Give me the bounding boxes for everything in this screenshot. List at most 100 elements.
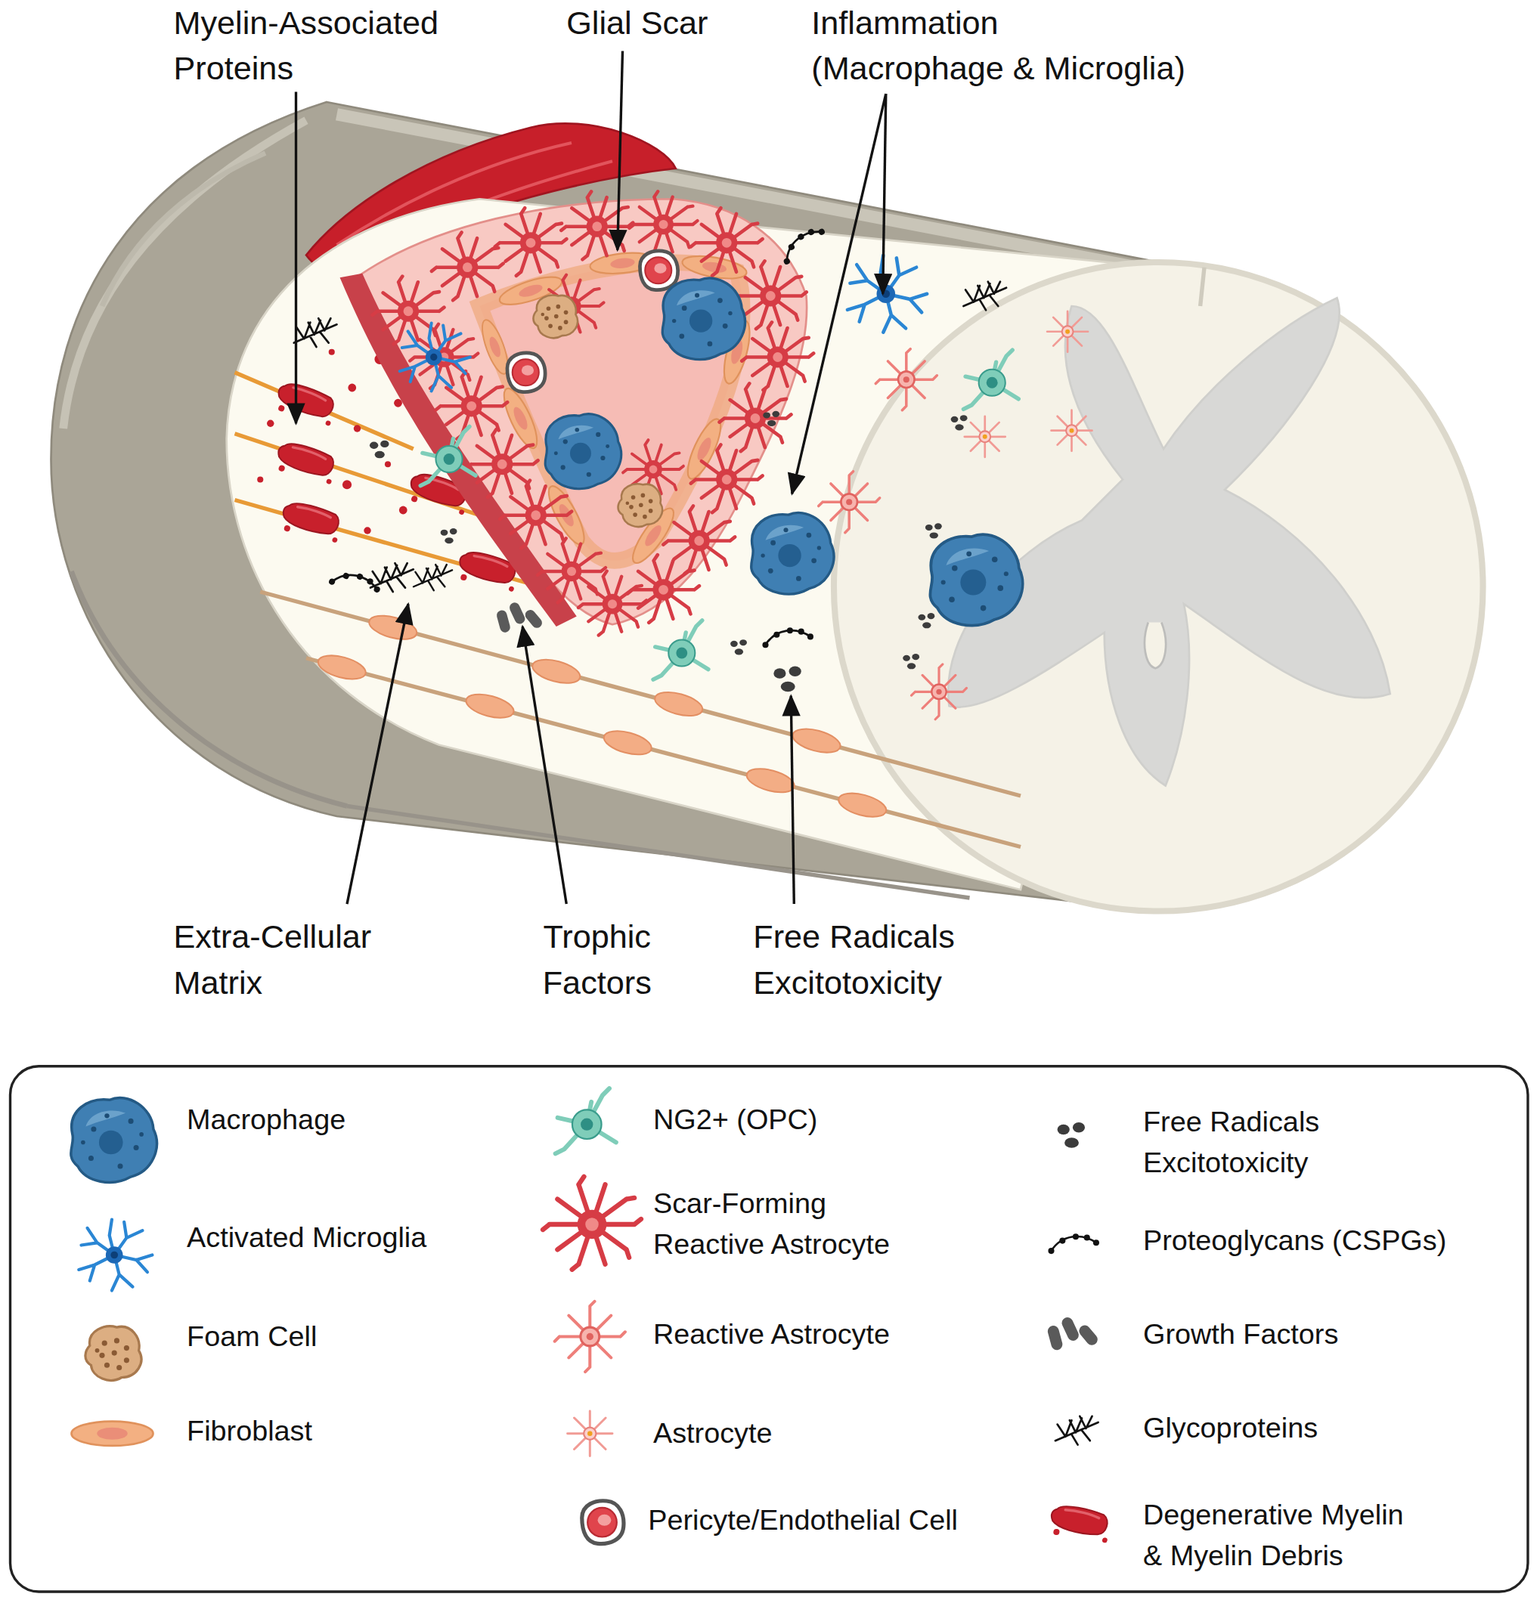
astrocyte — [1047, 311, 1088, 353]
callout-label: Myelin-Associated Proteins — [173, 0, 481, 92]
legend-label: Reactive Astrocyte — [653, 1314, 890, 1356]
legend-label: Activated Microglia — [186, 1217, 427, 1259]
glycoprotein-sample — [1055, 1416, 1099, 1446]
scar-forming-astrocyte — [537, 538, 606, 603]
cross-section — [833, 262, 1484, 912]
legend-label: Free Radicals Excitotoxicity — [1143, 1102, 1358, 1184]
lesion-environment — [294, 222, 1093, 719]
glycoprotein — [413, 564, 453, 591]
free-radicals — [925, 523, 942, 539]
scar-forming-astrocyte — [629, 191, 698, 256]
scar-forming-astrocyte — [741, 322, 814, 391]
leader-arrow — [294, 92, 298, 425]
callout-arrows — [296, 51, 887, 905]
scar-forming-astrocyte — [578, 570, 647, 636]
macrophage — [545, 414, 621, 490]
legend-box — [10, 1066, 1528, 1593]
myelin-segment — [366, 611, 420, 645]
callout-label: Inflammation (Macrophage & Microglia) — [811, 0, 1193, 92]
cspg-sample — [1047, 1233, 1100, 1255]
leader-arrow — [792, 93, 887, 494]
foam-cell-sample — [85, 1326, 142, 1382]
myelin-sample — [1047, 1502, 1113, 1547]
median-fissure — [1200, 267, 1205, 307]
reactive-astrocyte — [875, 349, 937, 411]
legend-label: NG2+ (OPC) — [653, 1100, 818, 1141]
legend-label: Degenerative Myelin & Myelin Debris — [1143, 1495, 1420, 1577]
legend-label: Astrocyte — [653, 1413, 773, 1455]
myelin-segment — [652, 687, 706, 721]
myelin-segment — [836, 789, 890, 822]
callout-label: Glial Scar — [566, 0, 708, 46]
leader-arrow — [347, 604, 409, 905]
myelin-fragment — [328, 349, 335, 356]
pericyte — [639, 250, 678, 291]
leader-arrow — [790, 696, 794, 905]
pericyte-sample — [582, 1501, 624, 1545]
macrophage — [662, 278, 745, 360]
leader-arrow — [617, 51, 623, 251]
free-radicals — [902, 653, 920, 670]
myelin-segment — [529, 655, 583, 688]
free-radicals — [762, 411, 780, 427]
myelin-segment — [790, 725, 843, 758]
glycoprotein — [963, 281, 1007, 311]
axon — [235, 372, 414, 450]
myelin-fragment — [363, 526, 371, 534]
legend-label: Foam Cell — [186, 1316, 317, 1358]
free-radicals — [369, 440, 390, 459]
scar-forming-astrocyte — [690, 207, 763, 276]
legend-label: Growth Factors — [1143, 1314, 1339, 1356]
degenerative-myelin — [272, 439, 340, 488]
growth-factors-sample — [1046, 1316, 1100, 1352]
free-radicals — [917, 613, 935, 629]
axon — [306, 658, 1021, 848]
degenerative-myelin — [278, 498, 345, 546]
macrophage-sample — [71, 1098, 158, 1184]
fibroblast — [497, 384, 543, 453]
grey-matter — [948, 297, 1390, 786]
myelin-fragment — [347, 384, 357, 393]
callout-label: Extra-Cellular Matrix — [173, 914, 419, 1007]
activated-microglia — [847, 255, 927, 333]
legend-label: Fibroblast — [186, 1411, 313, 1453]
opc — [963, 350, 1019, 410]
macrophage — [929, 534, 1023, 626]
opc — [420, 426, 476, 486]
myelin-fragment — [266, 420, 274, 428]
glycoprotein — [294, 318, 338, 348]
myelin-segment — [743, 764, 797, 797]
glial-scar — [340, 191, 815, 636]
growth-factors — [495, 601, 545, 634]
reactive-astrocyte-sample — [554, 1301, 626, 1373]
myelin-fragment — [353, 424, 361, 432]
scar-forming-astrocyte — [663, 505, 735, 574]
scar-forming-astrocyte — [560, 192, 633, 261]
microglia-sample — [78, 1220, 152, 1292]
legend-samples — [71, 1088, 1113, 1547]
callout-label: Free Radicals Excitotoxicity — [752, 914, 1019, 1007]
myelin-segment — [463, 690, 517, 723]
astrocyte — [964, 416, 1006, 458]
proteoglycan — [775, 222, 831, 266]
legend-label: Macrophage — [186, 1100, 346, 1141]
scar-forming-astrocyte — [431, 232, 504, 301]
central-canal — [1144, 622, 1166, 670]
legend-label: Scar-Forming Reactive Astrocyte — [653, 1183, 919, 1265]
fibroblast-sample — [71, 1422, 154, 1447]
scar-forming-astrocyte — [719, 383, 792, 452]
free-radicals — [440, 528, 458, 544]
scar-forming-astrocyte — [690, 444, 763, 513]
pericyte — [507, 353, 546, 393]
reactive-astrocyte — [911, 664, 967, 720]
activated-microglia — [399, 322, 471, 391]
surface-ridge — [102, 153, 266, 307]
macrophage — [751, 512, 834, 595]
scar-astrocyte-sample — [542, 1177, 642, 1271]
myelin-fragment — [257, 476, 264, 483]
myelin-segment — [601, 726, 654, 760]
reactive-astrocyte — [818, 471, 880, 533]
